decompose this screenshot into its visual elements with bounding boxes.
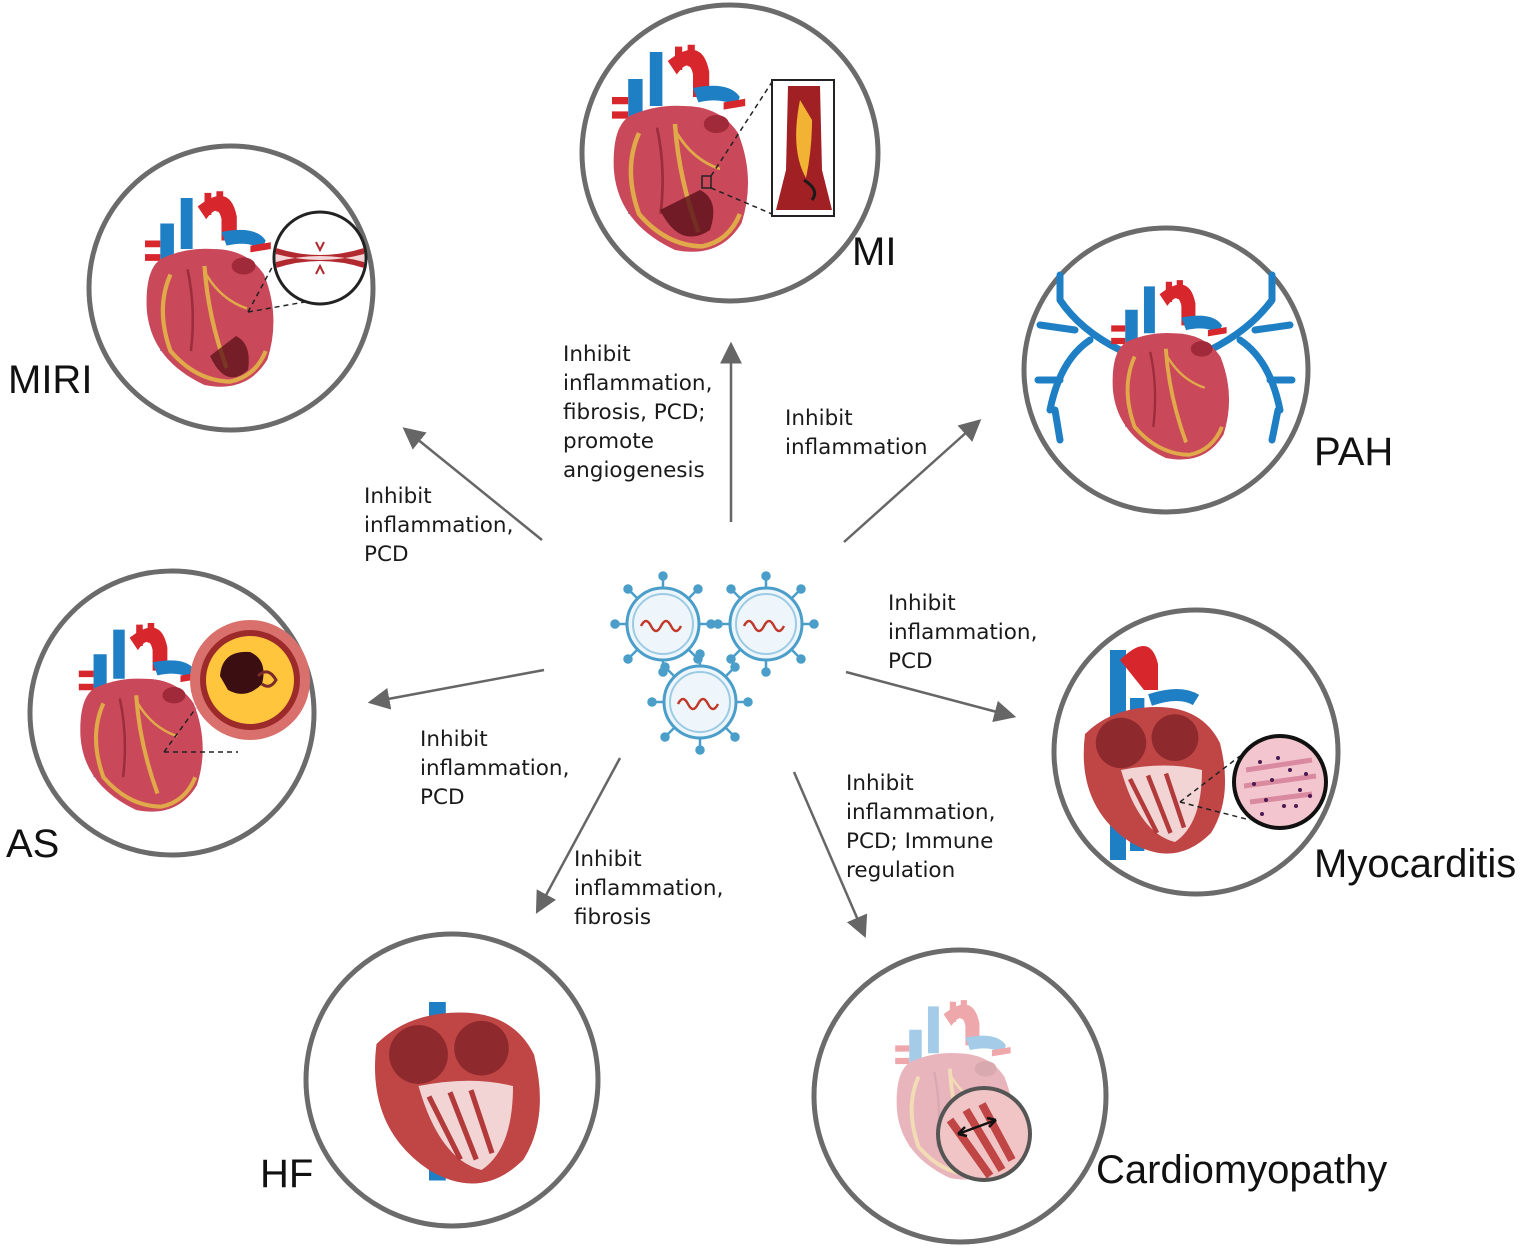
pah-panel bbox=[1021, 225, 1311, 515]
miri-panel bbox=[86, 143, 376, 433]
effect-miri: Inhibit inflammation, PCD bbox=[364, 482, 513, 569]
arrow-to-myocarditis bbox=[845, 670, 1017, 723]
effect-mi: Inhibit inflammation, fibrosis, PCD; pro… bbox=[563, 340, 712, 485]
effect-line: fibrosis, PCD; bbox=[563, 400, 706, 425]
label-mi: MI bbox=[852, 230, 897, 274]
effect-line: inflammation bbox=[785, 435, 928, 460]
effect-line: Inhibit bbox=[420, 727, 488, 752]
effect-myocarditis: Inhibit inflammation, PCD bbox=[888, 589, 1037, 676]
lung-vessels-icon bbox=[1034, 271, 1296, 444]
effect-line: angiogenesis bbox=[563, 458, 705, 483]
effect-line: inflammation, bbox=[846, 800, 996, 825]
effect-line: Inhibit bbox=[574, 847, 642, 872]
arrow-to-cardiomyopathy bbox=[792, 771, 868, 939]
effect-cardiomyopathy: Inhibit inflammation, PCD; Immune regula… bbox=[846, 769, 995, 885]
effect-line: Inhibit bbox=[563, 342, 631, 367]
effect-line: inflammation, bbox=[420, 756, 570, 781]
arrow-to-as bbox=[367, 668, 545, 710]
effect-line: regulation bbox=[846, 858, 956, 883]
label-miri: MIRI bbox=[8, 358, 93, 402]
effect-line: PCD bbox=[420, 785, 465, 810]
arrow-to-hf bbox=[535, 757, 622, 914]
hf-panel bbox=[303, 931, 601, 1229]
effect-line: inflammation, bbox=[888, 620, 1038, 645]
effect-line: promote bbox=[563, 429, 654, 454]
effect-pah: Inhibit inflammation bbox=[785, 404, 928, 462]
effect-line: Inhibit bbox=[888, 591, 956, 616]
label-cardiomyopathy: Cardiomyopathy bbox=[1096, 1148, 1388, 1192]
mi-panel bbox=[579, 2, 881, 304]
effect-hf: Inhibit inflammation, fibrosis bbox=[574, 845, 723, 932]
arrows bbox=[367, 341, 1017, 939]
exosome-icon bbox=[647, 649, 753, 755]
exosome-icon bbox=[713, 571, 819, 677]
effect-line: PCD bbox=[364, 542, 409, 567]
arrow-to-miri bbox=[402, 427, 543, 541]
label-as: AS bbox=[6, 822, 60, 866]
effect-line: PCD bbox=[888, 649, 933, 674]
effect-line: PCD; Immune bbox=[846, 829, 994, 854]
effect-line: Inhibit bbox=[364, 484, 432, 509]
effect-line: Inhibit bbox=[785, 406, 853, 431]
myocarditis-panel bbox=[1051, 607, 1341, 897]
arrow-to-pah bbox=[843, 419, 982, 543]
effect-line: fibrosis bbox=[574, 905, 652, 930]
label-pah: PAH bbox=[1314, 430, 1394, 474]
effect-line: inflammation, bbox=[563, 371, 713, 396]
cardiomyopathy-panel bbox=[811, 947, 1109, 1245]
label-myocarditis: Myocarditis bbox=[1314, 842, 1517, 886]
label-hf: HF bbox=[260, 1152, 314, 1196]
effect-line: Inhibit bbox=[846, 771, 914, 796]
effect-as: Inhibit inflammation, PCD bbox=[420, 725, 569, 812]
as-panel bbox=[27, 568, 317, 858]
effect-line: inflammation, bbox=[364, 513, 514, 538]
exosome-cluster bbox=[610, 571, 819, 755]
effect-line: inflammation, bbox=[574, 876, 724, 901]
